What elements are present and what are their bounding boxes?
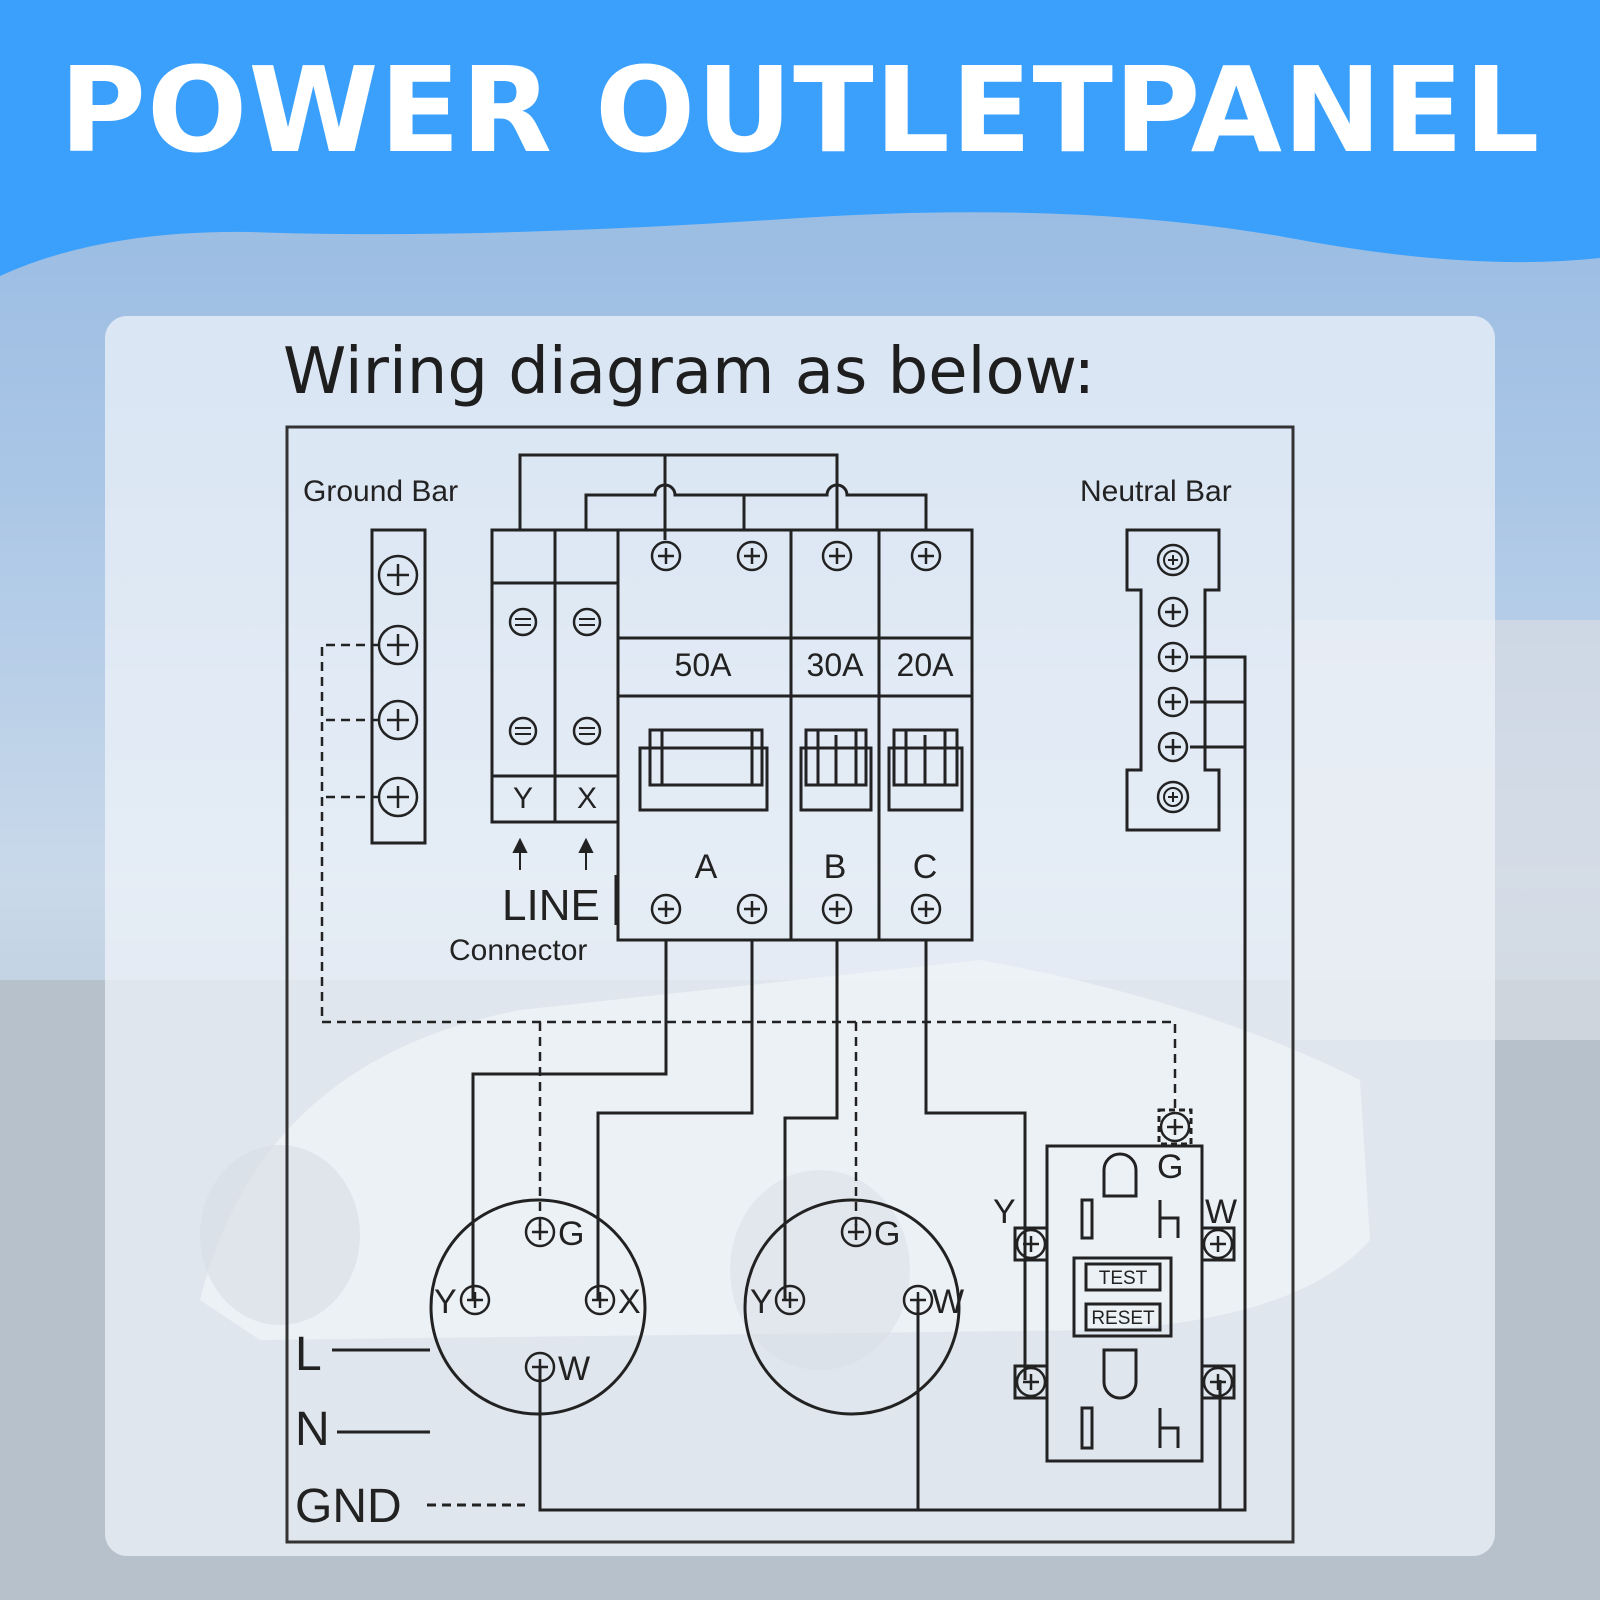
terminal-x-label: X xyxy=(577,782,597,815)
connector-screw xyxy=(508,716,538,746)
outlet-screw xyxy=(584,1284,616,1316)
outlet2-g: G xyxy=(874,1215,900,1253)
terminal-y-label: Y xyxy=(513,782,533,815)
connector-screw xyxy=(572,716,602,746)
ground-bar-label: Ground Bar xyxy=(303,475,458,508)
ground-wires xyxy=(320,643,1177,1232)
neutral-bar xyxy=(1125,528,1221,832)
outlet1-y: Y xyxy=(434,1283,457,1321)
gfci-screw xyxy=(1015,1228,1047,1260)
neutral-screw xyxy=(1156,543,1190,577)
gfci-screw xyxy=(1202,1228,1234,1260)
breaker-letter: B xyxy=(824,848,847,886)
bus-bars xyxy=(518,453,928,540)
breaker-screw xyxy=(821,893,853,925)
breaker-screw xyxy=(910,540,942,572)
outlet1-w: W xyxy=(558,1350,590,1388)
connector-screw xyxy=(508,607,538,637)
outlet1-x: X xyxy=(618,1283,641,1321)
outlet-screw xyxy=(774,1284,806,1316)
gfci-screw xyxy=(1015,1366,1047,1398)
outlet-screw xyxy=(459,1284,491,1316)
connector-screw xyxy=(572,607,602,637)
gfci-outlet xyxy=(1013,1108,1236,1463)
outlet-50a xyxy=(429,1198,647,1416)
legend-l: L xyxy=(295,1328,322,1381)
gfci-w: W xyxy=(1205,1193,1237,1231)
legend-n: N xyxy=(295,1403,330,1456)
hot-wires xyxy=(471,655,1247,1512)
gfci-test-button: TEST xyxy=(1099,1268,1148,1289)
breaker-rating: 20A xyxy=(897,647,955,683)
breaker-rating: 30A xyxy=(807,647,865,683)
breaker-screw xyxy=(910,893,942,925)
breaker-screw xyxy=(736,893,768,925)
breaker-letter: C xyxy=(913,848,938,886)
neutral-screw xyxy=(1157,731,1189,763)
ground-screw xyxy=(377,699,419,741)
breaker-screw xyxy=(650,540,682,572)
neutral-screw xyxy=(1157,686,1189,718)
outlet2-w: W xyxy=(932,1283,964,1321)
ground-screw xyxy=(377,624,419,666)
ground-screw xyxy=(377,554,419,596)
diagram-intro: Wiring diagram as below: xyxy=(283,335,1095,409)
gfci-screw xyxy=(1159,1111,1191,1143)
page-title: POWER OUTLETPANEL xyxy=(59,41,1541,179)
neutral-screw xyxy=(1157,641,1189,673)
neutral-bar-label: Neutral Bar xyxy=(1080,475,1232,508)
line-connector xyxy=(490,528,620,824)
gfci-screw xyxy=(1202,1366,1234,1398)
breaker-screw xyxy=(821,540,853,572)
breaker-screw xyxy=(736,540,768,572)
breaker-screw xyxy=(650,893,682,925)
gfci-y: Y xyxy=(993,1193,1016,1231)
breaker-letter: A xyxy=(695,848,718,886)
gfci-g: G xyxy=(1157,1148,1183,1186)
legend-gnd: GND xyxy=(295,1480,402,1533)
breaker-rating: 50A xyxy=(675,647,733,683)
outlet-30a xyxy=(743,1198,961,1416)
neutral-screw xyxy=(1157,596,1189,628)
line-label: LINE xyxy=(502,881,600,930)
ground-screw xyxy=(377,776,419,818)
neutral-screw xyxy=(1156,780,1190,814)
connector-label: Connector xyxy=(449,934,587,967)
ground-bar xyxy=(370,528,427,845)
outlet1-g: G xyxy=(558,1215,584,1253)
header-banner xyxy=(0,0,1600,276)
outlet2-y: Y xyxy=(750,1283,773,1321)
gfci-reset-button: RESET xyxy=(1091,1308,1155,1329)
panel-enclosure xyxy=(285,425,1295,1544)
line-arrows xyxy=(512,837,594,870)
